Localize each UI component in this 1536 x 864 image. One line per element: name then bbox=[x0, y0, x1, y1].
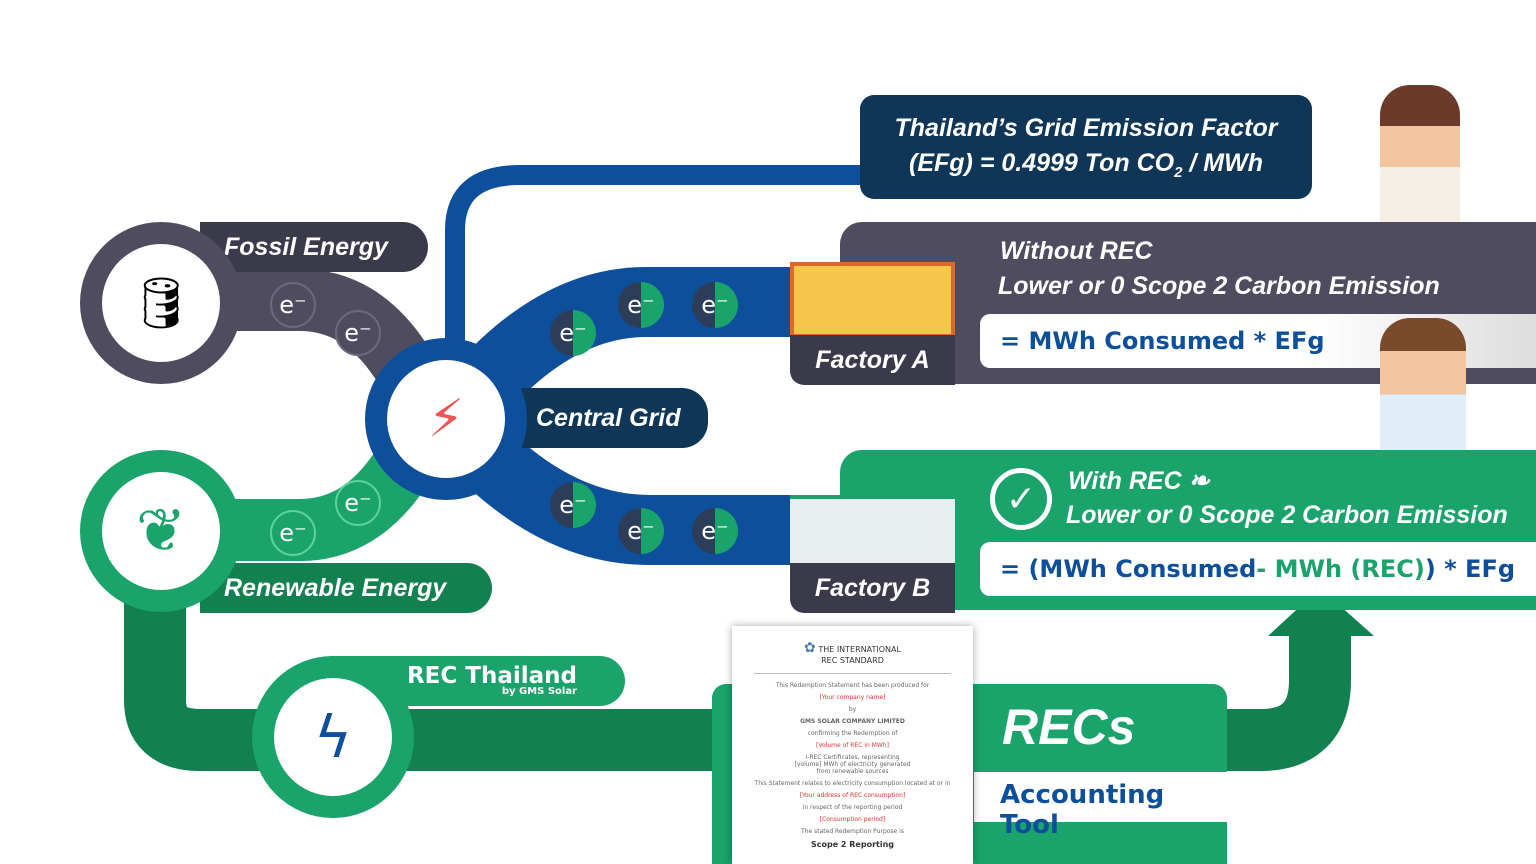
electron: e⁻ bbox=[335, 310, 381, 356]
electron: e⁻ bbox=[550, 310, 596, 356]
factory-a-label: Factory A bbox=[790, 335, 955, 385]
cert-line: GMS SOLAR COMPANY LIMITED bbox=[800, 718, 905, 725]
electron: e⁻ bbox=[270, 282, 316, 328]
ef-line1: Thailand’s Grid Emission Factor bbox=[894, 114, 1278, 142]
electron: e⁻ bbox=[692, 508, 738, 554]
cert-line: [Consumption period] bbox=[819, 816, 886, 823]
cert-line: Scope 2 Reporting bbox=[810, 840, 895, 849]
ef-sub: 2 bbox=[1174, 164, 1183, 181]
factory-b-label: Factory B bbox=[790, 563, 955, 613]
rec-thailand-logo-circle: ϟ bbox=[252, 656, 414, 818]
renewable-circle: ❦ bbox=[80, 450, 242, 612]
cert-line: by bbox=[848, 706, 857, 713]
formula-part-consumed: = (MWh Consumed bbox=[1000, 555, 1257, 583]
fossil-label: Fossil Energy bbox=[200, 222, 428, 272]
ef-suffix: / MWh bbox=[1182, 149, 1263, 177]
grid-circle: ⚡ bbox=[365, 338, 527, 500]
with-rec-title-text: With REC bbox=[1068, 467, 1182, 495]
cert-line: I-REC Certificates, representing [volume… bbox=[794, 754, 911, 775]
emission-factor-box: Thailand’s Grid Emission Factor (EFg) = … bbox=[860, 95, 1312, 199]
ef-prefix: (EFg) = 0.4999 Ton CO bbox=[909, 149, 1175, 177]
cert-line: The stated Redemption Purpose is bbox=[801, 828, 904, 835]
leaf-icon: ❧ bbox=[1188, 467, 1210, 495]
electron: e⁻ bbox=[692, 282, 738, 328]
formula-part-efg: ) * EFg bbox=[1424, 555, 1516, 583]
transmission-tower-icon: ⚡ bbox=[387, 360, 505, 478]
electron: e⁻ bbox=[270, 510, 316, 556]
renewable-label: Renewable Energy bbox=[200, 563, 492, 613]
cert-org1: THE INTERNATIONAL bbox=[818, 645, 901, 654]
cert-line: This Statement relates to electricity co… bbox=[754, 780, 951, 787]
cert-line: [Your address of REC consumption] bbox=[799, 792, 906, 799]
ef-line2: (EFg) = 0.4999 Ton CO2 / MWh bbox=[860, 146, 1312, 190]
factory-a-building-icon bbox=[790, 262, 955, 338]
checkmark-icon: ✓ bbox=[990, 468, 1052, 530]
without-rec-title: Without REC bbox=[1000, 237, 1153, 265]
electron: e⁻ bbox=[335, 480, 381, 526]
electron: e⁻ bbox=[550, 482, 596, 528]
electron: e⁻ bbox=[618, 282, 664, 328]
rec-thailand-by: by GMS Solar bbox=[501, 686, 577, 697]
rec-certificate: ✿ THE INTERNATIONAL REC STANDARD This Red… bbox=[732, 626, 973, 864]
cert-line: in respect of the reporting period bbox=[802, 804, 903, 811]
oil-barrel-coal-icon: 🛢 bbox=[102, 244, 220, 362]
cert-line: [Your company name] bbox=[819, 694, 886, 701]
cert-logo-icon: ✿ bbox=[804, 640, 816, 656]
fossil-circle: 🛢 bbox=[80, 222, 242, 384]
recs-title: RECs bbox=[1002, 699, 1136, 755]
happy-man-illustration bbox=[1380, 318, 1466, 450]
electron: e⁻ bbox=[618, 508, 664, 554]
with-rec-subtitle: Lower or 0 Scope 2 Carbon Emission bbox=[1066, 501, 1508, 529]
cert-line: This Redemption Statement has been produ… bbox=[775, 682, 930, 689]
rec-thailand-logo-icon: ϟ bbox=[274, 678, 392, 796]
with-rec-title: With REC ❧ bbox=[1068, 466, 1210, 496]
cert-org: ✿ THE INTERNATIONAL REC STANDARD bbox=[732, 640, 973, 665]
formula-part-rec: - MWh (REC) bbox=[1256, 555, 1425, 583]
cert-org2: REC STANDARD bbox=[821, 656, 884, 665]
recs-subtitle: Accounting Tool bbox=[974, 772, 1227, 840]
without-rec-subtitle: Lower or 0 Scope 2 Carbon Emission bbox=[998, 272, 1440, 300]
rec-thailand-title: REC Thailand bbox=[406, 663, 577, 689]
cert-line: confirming the Redemption of bbox=[807, 730, 898, 737]
worried-man-illustration bbox=[1380, 85, 1460, 222]
with-rec-formula: = (MWh Consumed - MWh (REC)) * EFg bbox=[980, 542, 1536, 596]
with-rec-panel: ✓ With REC ❧ Lower or 0 Scope 2 Carbon E… bbox=[840, 450, 1536, 610]
leaf-icon: ❦ bbox=[102, 472, 220, 590]
cert-line: [Volume of REC in MWh] bbox=[816, 742, 889, 749]
factory-b-building-icon bbox=[790, 495, 955, 565]
